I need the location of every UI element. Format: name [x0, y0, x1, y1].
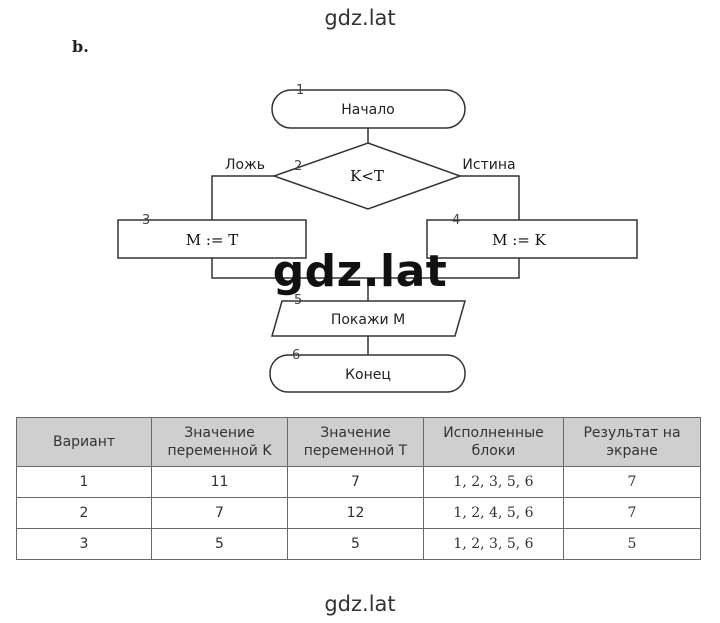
- block-6-text: Конец: [345, 367, 391, 383]
- cell-variant: 3: [16, 528, 152, 560]
- header-variant: Вариант: [16, 417, 152, 467]
- watermark-bottom: gdz.lat: [324, 592, 396, 616]
- block-3-assign: [117, 219, 307, 259]
- block-3-text: M := T: [186, 231, 239, 249]
- header-result: Результат на экране: [563, 417, 701, 467]
- block-5-number: 5: [294, 293, 302, 308]
- cell-blocks: 1, 2, 3, 5, 6: [423, 528, 564, 560]
- block-4-assign: [426, 219, 638, 259]
- block-6-number: 6: [292, 348, 300, 363]
- cell-k: 11: [151, 466, 288, 498]
- table-row: 3 5 5 1, 2, 3, 5, 6 5: [16, 528, 701, 560]
- watermark-top: gdz.lat: [324, 6, 396, 30]
- watermark-center: gdz.lat: [272, 246, 448, 297]
- block-6-end: [269, 354, 466, 393]
- connector-3-merge: [211, 258, 368, 279]
- cell-t: 7: [287, 466, 424, 498]
- branch-true-label: Истина: [462, 157, 515, 173]
- connector-false-branch: [211, 175, 274, 220]
- header-value-k: Значение переменной K: [151, 417, 288, 467]
- block-2-text: K<T: [350, 167, 384, 185]
- cell-result: 5: [563, 528, 701, 560]
- block-4-number: 4: [452, 213, 460, 228]
- branch-false-label: Ложь: [225, 157, 265, 173]
- block-5-text: Покажи М: [331, 312, 405, 328]
- header-executed-blocks: Исполненные блоки: [423, 417, 564, 467]
- header-value-t: Значение переменной T: [287, 417, 424, 467]
- block-1-number: 1: [296, 83, 304, 98]
- table-row: 1 11 7 1, 2, 3, 5, 6 7: [16, 466, 701, 498]
- cell-k: 5: [151, 528, 288, 560]
- cell-variant: 2: [16, 497, 152, 529]
- cell-t: 12: [287, 497, 424, 529]
- table-header-row: Вариант Значение переменной K Значение п…: [16, 417, 701, 467]
- cell-blocks: 1, 2, 4, 5, 6: [423, 497, 564, 529]
- cell-result: 7: [563, 497, 701, 529]
- block-2-number: 2: [294, 159, 302, 174]
- table-row: 2 7 12 1, 2, 4, 5, 6 7: [16, 497, 701, 529]
- flowchart: 1 2 3 4 5 6 Начало Покажи М Конец Ложь И…: [117, 83, 638, 393]
- block-5-output: [271, 300, 466, 337]
- cell-variant: 1: [16, 466, 152, 498]
- connector-4-merge: [368, 258, 520, 279]
- block-4-text: M := K: [492, 231, 547, 249]
- cell-t: 5: [287, 528, 424, 560]
- block-1-text: Начало: [341, 102, 394, 118]
- results-table: Вариант Значение переменной K Значение п…: [16, 417, 701, 560]
- cell-result: 7: [563, 466, 701, 498]
- block-3-number: 3: [142, 213, 150, 228]
- connector-true-branch: [460, 175, 520, 220]
- cell-k: 7: [151, 497, 288, 529]
- cell-blocks: 1, 2, 3, 5, 6: [423, 466, 564, 498]
- part-label: b.: [72, 37, 89, 56]
- block-1-start: [271, 89, 466, 129]
- block-2-condition: [271, 142, 463, 210]
